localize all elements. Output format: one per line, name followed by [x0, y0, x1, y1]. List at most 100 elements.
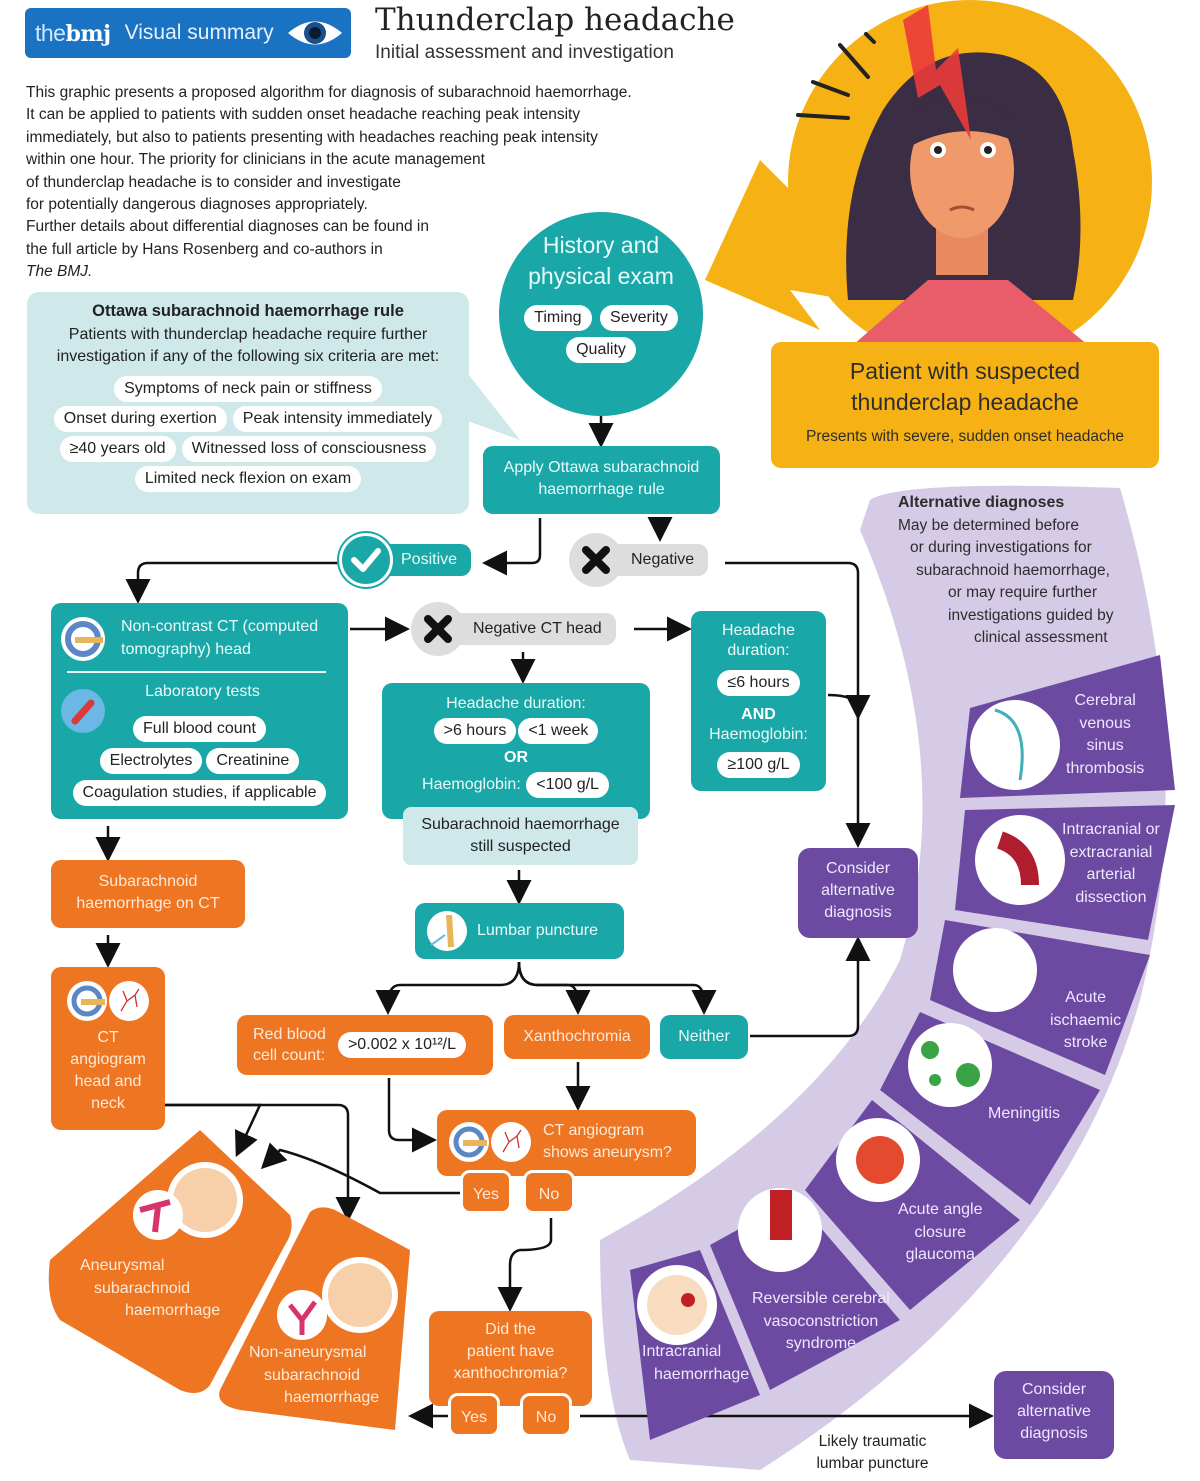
node-text: duration: [727, 642, 790, 659]
node-text: haemorrhage rule [538, 481, 665, 498]
traumatic-lp-label: Likely traumatic lumbar puncture [800, 1431, 945, 1475]
aneurysmal-sah-label: Aneurysmal subarachnoid haemorrhage [80, 1257, 221, 1319]
ottawa-rule-desc: investigation if any of the following si… [56, 348, 440, 365]
node-text: Subarachnoid haemorrhage [421, 816, 620, 833]
node-text: diagnosis [824, 904, 892, 921]
lightning-bolt-icon [903, 5, 971, 140]
duration-pill: ≤6 hours [717, 670, 800, 696]
visual-summary-label: Visual summary [124, 21, 274, 44]
patient-desc: Presents with severe, sudden onset heada… [806, 428, 1124, 445]
consider-alternative-node-2: Consider alternative diagnosis [994, 1371, 1114, 1459]
patient-title: thunderclap headache [851, 389, 1079, 415]
divider [67, 671, 326, 673]
negative-ct-outcome: Negative CT head [411, 602, 616, 656]
non-aneurysmal-sah-label: Non-aneurysmal subarachnoid haemorrhage [249, 1344, 380, 1406]
history-title: History and [542, 232, 660, 258]
positive-label: Positive [383, 544, 472, 576]
node-text: Consider [1021, 1381, 1087, 1398]
negative-ct-label: Negative CT head [455, 613, 616, 645]
haemoglobin-pill: ≥100 g/L [717, 752, 800, 778]
alt-intro-line: subarachnoid haemorrhage, [916, 561, 1110, 579]
cross-icon [411, 602, 465, 656]
eye-icon [287, 21, 342, 45]
criterion-pill: ≥40 years old [59, 436, 176, 462]
criterion-pill: Witnessed loss of consciousness [181, 436, 437, 462]
patient-suspected-card: Patient with suspected thunderclap heada… [771, 342, 1159, 468]
ottawa-rule-title: Ottawa subarachnoid haemorrhage rule [92, 302, 404, 320]
node-text: Did the [485, 1321, 536, 1338]
node-text: diagnosis [1020, 1425, 1088, 1442]
lab-test-pill: Coagulation studies, if applicable [72, 780, 327, 806]
cta-yes-option: Yes [460, 1170, 512, 1214]
intro-line: This graphic presents a proposed algorit… [26, 84, 632, 101]
vessels-icon [491, 1122, 531, 1162]
duration-pill: >6 hours [433, 718, 517, 744]
test-tube-icon [61, 689, 105, 733]
criterion-pill: Symptoms of neck pain or stiffness [114, 376, 382, 402]
lab-test-pill: Creatinine [206, 748, 300, 774]
node-text: Lumbar puncture [477, 922, 598, 939]
ottawa-rule-desc: Patients with thunderclap headache requi… [68, 326, 428, 343]
node-text: Subarachnoid [98, 873, 198, 890]
lumbar-puncture-node: Lumbar puncture [415, 903, 624, 959]
positive-outcome: Positive [339, 533, 472, 587]
criterion-pill: Peak intensity immediately [232, 406, 443, 432]
node-text: neck [91, 1095, 125, 1112]
bmj-visual-summary-badge: thebmj Visual summary [25, 8, 351, 58]
intro-paragraph: This graphic presents a proposed algorit… [26, 82, 706, 284]
alt-intro-line: or during investigations for [910, 539, 1092, 556]
node-text: xanthochromia? [453, 1365, 568, 1382]
xanthochromia-node: Xanthochromia [504, 1015, 650, 1059]
history-item-timing: Timing [524, 305, 592, 331]
apply-ottawa-rule-node: Apply Ottawa subarachnoid haemorrhage ru… [483, 446, 720, 514]
negative-label: Negative [613, 544, 709, 576]
rbc-threshold-pill: >0.002 x 10¹²/L [337, 1032, 467, 1058]
alt-intro-line: clinical assessment [974, 629, 1108, 646]
history-exam-node: History and physical exam Timing Severit… [499, 212, 703, 416]
intro-line: immediately, but also to patients presen… [26, 128, 598, 146]
intro-line: within one hour. The priority for clinic… [26, 151, 485, 169]
spine-needle-icon [427, 911, 467, 951]
and-label: AND [741, 706, 776, 723]
neither-node: Neither [660, 1015, 748, 1059]
alt-intro-line: May be determined before [898, 516, 1079, 534]
sah-still-suspected-node: Subarachnoid haemorrhage still suspected [403, 807, 638, 865]
intro-line: Further details about differential diagn… [26, 218, 429, 236]
node-text: Headache [722, 622, 795, 639]
duration-title: Headache duration: [446, 695, 586, 712]
alt-dx-meningitis: Meningitis [988, 1105, 1061, 1122]
haemoglobin-label: Haemoglobin: [422, 776, 521, 793]
intro-line: of thunderclap headache is to consider a… [26, 173, 401, 191]
consider-alternative-node: Consider alternative diagnosis [798, 848, 918, 938]
node-text: CT [97, 1029, 119, 1046]
bacteria-icon [908, 1023, 992, 1107]
xanthochromia-question-node: Did the patient have xanthochromia? [429, 1311, 592, 1406]
criterion-pill: Onset during exertion [53, 406, 227, 432]
history-item-severity: Severity [600, 305, 678, 331]
node-text: Likely traumatic [818, 1433, 927, 1450]
check-icon [339, 533, 393, 587]
journal-name: The BMJ. [26, 263, 93, 281]
ct-scanner-icon [449, 1122, 489, 1162]
criterion-pill: Limited neck flexion on exam [134, 466, 362, 492]
node-text: angiogram [70, 1051, 146, 1068]
stroke-brain-icon [953, 928, 1037, 1012]
node-text: lumbar puncture [816, 1455, 929, 1472]
node-text: Consider [825, 860, 891, 877]
venous-sinus-icon [970, 700, 1060, 790]
pain-lines-icon [796, 32, 876, 120]
ottawa-rule-box: Ottawa subarachnoid haemorrhage rule Pat… [27, 292, 469, 514]
short-duration-node: Headache duration: ≤6 hours AND Haemoglo… [691, 611, 826, 791]
cross-icon [569, 533, 623, 587]
patient-title: Patient with suspected [849, 358, 1081, 384]
node-text: alternative [1017, 1403, 1091, 1420]
ct-angiogram-node: CT angiogram head and neck [51, 967, 165, 1130]
node-text: shows aneurysm? [543, 1144, 672, 1161]
patient-headache-illustration [796, 5, 1088, 345]
haemoglobin-pill: <100 g/L [526, 772, 609, 798]
alternative-diagnosis-tiles [630, 655, 1175, 1440]
